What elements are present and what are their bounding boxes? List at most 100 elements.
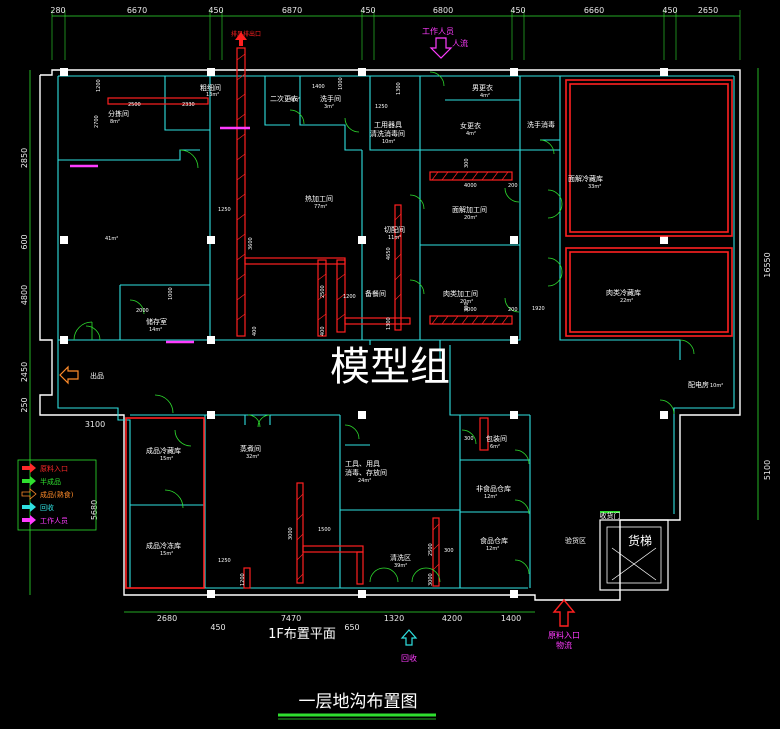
- bottom-dimension-line: 2680 450 7470 650 1320 4200 1400: [124, 611, 535, 632]
- room-shaoru: 蒸煮间: [240, 444, 261, 453]
- legend-item-recycle: 回收: [22, 502, 54, 512]
- inner-dim-d20: 400: [252, 326, 258, 336]
- room-chengpinlengcang2: 成品冷冻库: [146, 541, 181, 550]
- room-xishou: 洗手间: [320, 94, 341, 103]
- raw-entry-label: 原料入口: [548, 630, 580, 640]
- pass-windows: [70, 126, 250, 344]
- inner-dim-d24: 200: [508, 183, 518, 189]
- room-big-area: 41m²: [105, 236, 118, 242]
- room-jiejiagong-area: 20m²: [464, 215, 477, 221]
- room-gongjuqingxi-2: 清洗消毒间: [370, 129, 405, 138]
- room-baozhuang-area: 6m²: [490, 444, 500, 450]
- bottom-dim-4: 1320: [384, 614, 404, 623]
- raw-entry-label-2: 物流: [556, 640, 572, 650]
- room-ercigengyi-area: 6m²: [290, 97, 300, 103]
- plan-label: 1F布置平面: [268, 627, 336, 642]
- trench-fenxi: [107, 97, 209, 105]
- room-feishipin-area: 12m²: [484, 494, 497, 500]
- inner-dim-d9: 300: [464, 158, 470, 168]
- bottom-dim-2: 7470: [281, 614, 301, 623]
- room-fuyi1-area: 4m²: [480, 93, 490, 99]
- right-dim-0: 16550: [763, 252, 772, 277]
- room-feishipin: 非食品仓库: [476, 484, 511, 493]
- freight-elevator-label: 货梯: [628, 533, 652, 548]
- room-gongjuqingxi-area: 10m²: [382, 139, 395, 145]
- room-shipincangku-area: 12m²: [486, 546, 499, 552]
- inner-dim-d30: 3000: [428, 573, 434, 586]
- room-gongju: 工具、用具: [345, 460, 380, 468]
- inner-dim-d32: 300: [444, 548, 454, 554]
- room-xishouxiaodu: 洗手消毒: [527, 120, 555, 129]
- room-chengpinlengcang2-area: 15m²: [160, 551, 173, 557]
- trench-small: [243, 567, 251, 589]
- room-yuchuli-area: 13m²: [206, 92, 219, 98]
- room-peidian: 配电房: [688, 380, 709, 389]
- room-shujiagong: 热加工间: [305, 194, 333, 203]
- top-dim-6: 450: [510, 6, 525, 15]
- inner-dim-d19: 1000: [168, 287, 174, 300]
- legend-item-worker: 工作人员: [22, 515, 68, 525]
- recycle-label: 回收: [401, 653, 417, 663]
- room-jiedong: 面解冷藏库: [568, 174, 603, 183]
- room-chuchu: 储存室: [146, 317, 167, 326]
- room-roulei-area: 20m²: [460, 299, 473, 305]
- room-rouleilengcang: 肉类冷藏库: [606, 288, 641, 297]
- inner-dim-d13: 1200: [343, 294, 356, 300]
- trench-hot-1: [317, 259, 327, 337]
- room-baozhuang: 包装间: [486, 434, 507, 443]
- left-dim-2: 4800: [20, 285, 29, 305]
- worker-entry-label-2: 人流: [452, 38, 468, 48]
- left-dim-5: 3100: [85, 420, 105, 429]
- left-dim-0: 2850: [20, 148, 29, 168]
- room-chuchu-area: 14m²: [149, 327, 162, 333]
- room-jiejiagong: 面解加工间: [452, 205, 487, 214]
- room-qiepei-area: 11m²: [388, 235, 401, 241]
- receiving-door-label: 收货门: [600, 511, 621, 520]
- inner-dim-d33: 300: [464, 436, 474, 442]
- room-chengpinlengcang-area: 15m²: [160, 456, 173, 462]
- inner-dim-d2: 2500: [128, 102, 141, 108]
- legend-label-raw: 原料入口: [40, 464, 68, 473]
- inner-dim-d16: 1300: [386, 317, 392, 330]
- right-dim-1: 5100: [763, 460, 772, 480]
- cold-storage-walls: [125, 79, 733, 589]
- room-shipincangku: 食品仓库: [480, 536, 508, 545]
- room-yanhuo: 验货区: [565, 536, 586, 545]
- room-xishou-area: 3m²: [324, 104, 334, 110]
- inner-dim-d7: 1250: [375, 104, 388, 110]
- right-dimension-line: 16550 5100: [757, 68, 772, 520]
- bottom-dim-6: 1400: [501, 614, 521, 623]
- room-rouleilengcang-area: 22m²: [620, 298, 633, 304]
- trench-steam-2: [302, 545, 364, 553]
- inner-dimensions: 1200 2500 2330 2700 1400 1000 1250 1300 …: [94, 77, 545, 586]
- top-dim-7: 6660: [584, 6, 604, 15]
- trench-hot-2: [244, 257, 346, 265]
- trench-thaw: [429, 171, 513, 181]
- bottom-dim-5: 4200: [442, 614, 462, 623]
- exhaust-outlet-arrow: 排风排出口: [231, 30, 261, 46]
- bottom-dim-3: 650: [344, 623, 359, 632]
- inner-dim-d12: 3600: [248, 237, 254, 250]
- legend-item-semi: 半成品: [22, 476, 61, 486]
- legend-label-worker: 工作人员: [40, 516, 68, 525]
- top-dimension-line: 280 6670 450 6870 450 6800 450 6660 450 …: [50, 6, 741, 60]
- legend: 原料入口 半成品 成品(熟食) 回收 工作人员: [17, 459, 97, 531]
- inner-dim-d15: 2500: [320, 285, 326, 298]
- inner-dim-d6: 1000: [338, 77, 344, 90]
- recycle-arrow: 回收: [400, 629, 418, 663]
- exit-arrow: 出品: [59, 365, 104, 385]
- legend-item-raw: 原料入口: [22, 463, 68, 473]
- top-dim-8: 450: [662, 6, 677, 15]
- top-dim-9: 2650: [698, 6, 718, 15]
- inner-dim-d4: 2700: [94, 115, 100, 128]
- exhaust-outlet-label: 排风排出口: [231, 30, 261, 38]
- room-roulei: 肉类加工间: [443, 289, 478, 298]
- inner-dim-d1: 1200: [96, 79, 102, 92]
- inner-dim-d21: 400: [320, 326, 326, 336]
- doors: [73, 71, 695, 583]
- inner-dim-d26: 3000: [288, 527, 294, 540]
- room-gongju-2: 消毒、存放间: [345, 468, 387, 477]
- legend-label-semi: 半成品: [40, 477, 61, 486]
- room-jiedong-area: 33m²: [588, 184, 601, 190]
